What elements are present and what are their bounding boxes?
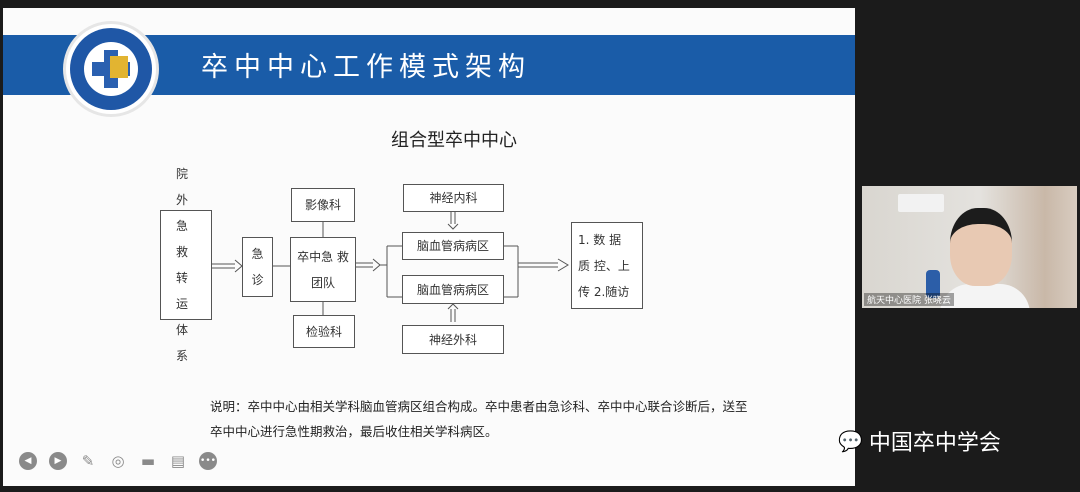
next-slide-icon[interactable]: ▶	[49, 452, 67, 470]
explanation-note: 说明：卒中中心由相关学科脑血管病区组合构成。卒中患者由急诊科、卒中中心联合诊断后…	[210, 399, 748, 439]
neurology-box: 神经内科	[403, 184, 504, 212]
wechat-icon: 💬	[838, 429, 863, 453]
speaker-video: 航天中心医院 张晓云	[862, 186, 1077, 308]
chat-icon[interactable]: ▤	[170, 452, 186, 470]
emergency-box: 急 诊	[242, 237, 273, 297]
imaging-box: 影像科	[291, 188, 355, 222]
speaker-name-label: 航天中心医院 张晓云	[864, 293, 954, 306]
presentation-toolbar: ◀ ▶ ✎ ◎ ▬ ▤ •••	[19, 452, 217, 470]
ward-box-2: 脑血管病病区	[402, 275, 504, 304]
more-icon[interactable]: •••	[199, 452, 217, 470]
prehospital-box: 院 外 急 救 转 运 体 系	[160, 167, 212, 363]
focus-icon[interactable]: ◎	[111, 452, 125, 470]
neurosurgery-box: 神经外科	[402, 325, 504, 354]
stroke-team-box: 卒中急 救团队	[290, 237, 356, 302]
camera-icon[interactable]: ▬	[140, 452, 156, 470]
brand-text: 中国卒中学会	[868, 431, 1001, 456]
wechat-watermark: 💬 中国卒中学会	[838, 425, 1001, 457]
slide-title: 卒中中心工作模式架构	[201, 52, 531, 83]
previous-slide-icon[interactable]: ◀	[19, 452, 37, 470]
diagram-connectors	[212, 212, 569, 322]
diagram-title: 组合型卒中中心	[391, 130, 517, 151]
lab-box: 检验科	[293, 315, 355, 348]
hospital-logo	[63, 21, 159, 117]
presentation-slide: 卒中中心工作模式架构 组合型卒中中心 院 外 急 救 转 运 体 系 急 诊 卒…	[3, 8, 855, 486]
pen-icon[interactable]: ✎	[81, 452, 95, 470]
outcome-box: 1. 数 据 质 控、上传 2.随访	[571, 222, 643, 309]
ward-box-1: 脑血管病病区	[402, 232, 504, 260]
